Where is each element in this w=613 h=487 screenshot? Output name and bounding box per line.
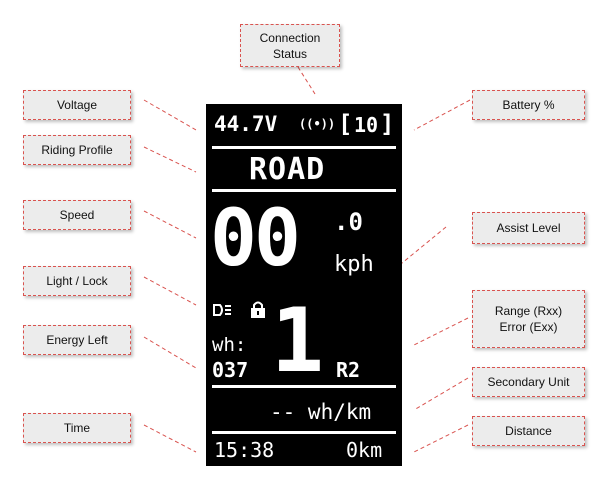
speed-decimal: .0 — [334, 208, 363, 236]
voltage-readout: 44.7V — [214, 112, 278, 136]
divider-profile — [212, 189, 396, 192]
divider-bottom — [212, 431, 396, 434]
divider-top — [212, 146, 396, 149]
callout-speed: Speed — [23, 200, 131, 230]
callout-distance: Distance — [472, 416, 585, 446]
callout-time: Time — [23, 413, 131, 443]
speed-integer: 00 — [210, 194, 301, 284]
leader-range-error — [413, 317, 469, 346]
speed-unit: kph — [334, 252, 374, 277]
energy-label: wh: — [212, 334, 247, 356]
divider-middle — [212, 385, 396, 388]
callout-riding-profile: Riding Profile — [23, 135, 131, 165]
secondary-unit-readout: -- wh/km — [270, 400, 372, 424]
display-screen: 44.7V ((•)) [ 10 ] ROAD 00 .0 kph wh: 03… — [206, 104, 402, 466]
callout-voltage-label: Voltage — [56, 98, 98, 112]
leader-voltage — [143, 99, 197, 131]
callout-riding-profile-label: Riding Profile — [41, 143, 113, 157]
leader-energy-left — [143, 336, 197, 369]
callout-light-lock: Light / Lock — [23, 266, 131, 296]
leader-speed — [143, 210, 197, 239]
callout-time-label: Time — [63, 421, 91, 435]
callout-light-lock-label: Light / Lock — [46, 274, 108, 288]
riding-profile-label: ROAD — [249, 152, 326, 187]
callout-distance-label: Distance — [505, 424, 552, 438]
callout-connection-status: Connection Status — [240, 24, 340, 67]
callout-secondary-unit: Secondary Unit — [472, 367, 585, 397]
energy-value: 037 — [212, 358, 249, 382]
callout-connection-status-line2: Status — [272, 46, 308, 61]
assist-level-value: 1 — [271, 289, 324, 392]
leader-riding-profile — [143, 146, 197, 173]
callout-range-error-line1: Range (Rxx) — [494, 304, 563, 318]
leader-battery — [413, 99, 471, 131]
callout-battery: Battery % — [472, 90, 585, 120]
leader-secondary-unit — [413, 377, 469, 411]
leader-light-lock — [143, 276, 197, 306]
callout-battery-label: Battery % — [502, 98, 555, 112]
light-icon — [213, 304, 231, 316]
callout-energy-left-label: Energy Left — [46, 333, 108, 347]
time-readout: 15:38 — [214, 438, 275, 462]
distance-readout: 0km — [346, 438, 383, 462]
callout-voltage: Voltage — [23, 90, 131, 120]
callout-assist-level-label: Assist Level — [496, 221, 561, 235]
callout-speed-label: Speed — [59, 208, 95, 222]
callout-secondary-unit-label: Secondary Unit — [487, 375, 570, 389]
leader-connection-status — [297, 66, 316, 95]
range-error-value: R2 — [336, 358, 361, 382]
battery-bracket-close: ] — [380, 110, 395, 138]
callout-range-error-line2: Error (Exx) — [499, 320, 558, 334]
lock-icon — [251, 301, 265, 318]
leader-time — [143, 424, 197, 453]
callout-range-error: Range (Rxx) Error (Exx) — [472, 290, 585, 348]
callout-assist-level: Assist Level — [472, 212, 585, 244]
callout-connection-status-line1: Connection — [259, 30, 321, 45]
battery-percent-value: 10 — [354, 113, 379, 137]
callout-energy-left: Energy Left — [23, 325, 131, 355]
leader-distance — [413, 424, 469, 453]
battery-bracket-open: [ — [338, 110, 353, 138]
connection-status-icon: ((•)) — [299, 117, 336, 131]
